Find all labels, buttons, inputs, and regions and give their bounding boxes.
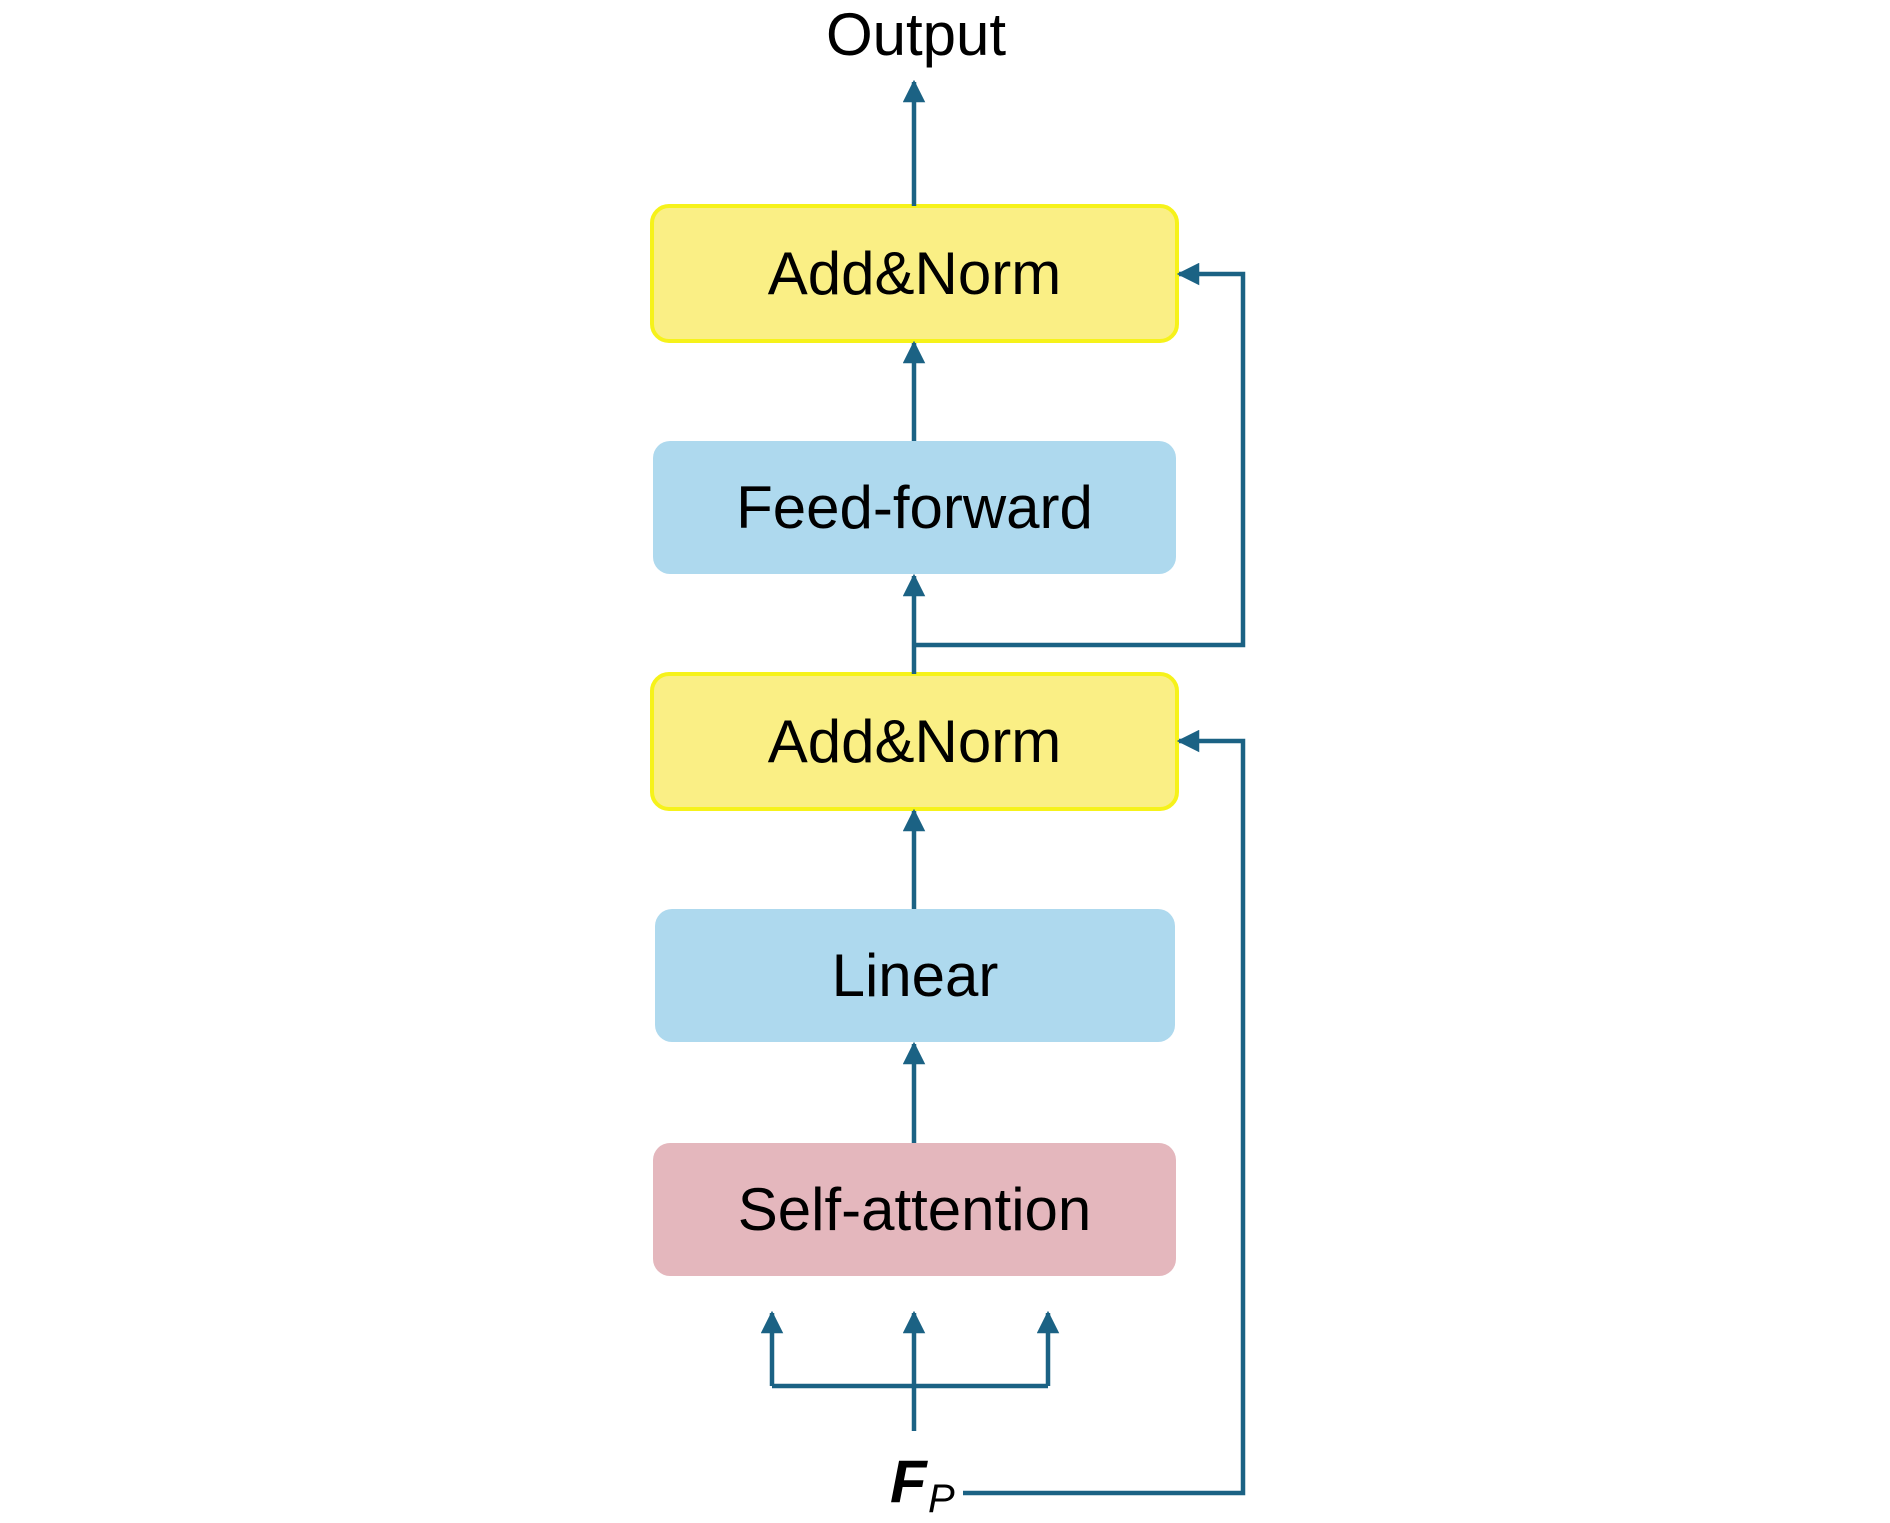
self-attention-box [653, 1143, 1176, 1276]
self-attention-label: Self-attention [738, 1176, 1092, 1243]
block-feed-forward: Feed-forward [653, 441, 1176, 574]
linear-box [655, 909, 1175, 1042]
input-label: F P [890, 1448, 955, 1521]
add-norm-bottom-label: Add&Norm [768, 708, 1061, 775]
block-add-norm-top: Add&Norm [650, 204, 1179, 343]
output-label: Output [826, 1, 1006, 68]
residual-arrow-top [914, 262, 1246, 648]
connections [760, 79, 1246, 1496]
block-linear: Linear [655, 909, 1175, 1042]
block-self-attention: Self-attention [653, 1143, 1176, 1276]
add-norm-top-label: Add&Norm [768, 240, 1061, 307]
linear-label: Linear [832, 942, 999, 1009]
input-subscript: P [928, 1477, 955, 1521]
block-add-norm-bottom: Add&Norm [650, 672, 1179, 811]
residual-arrow-bottom [963, 729, 1246, 1496]
feed-forward-label: Feed-forward [736, 474, 1093, 541]
input-symbol: F [890, 1448, 928, 1515]
feed-forward-box [653, 441, 1176, 574]
